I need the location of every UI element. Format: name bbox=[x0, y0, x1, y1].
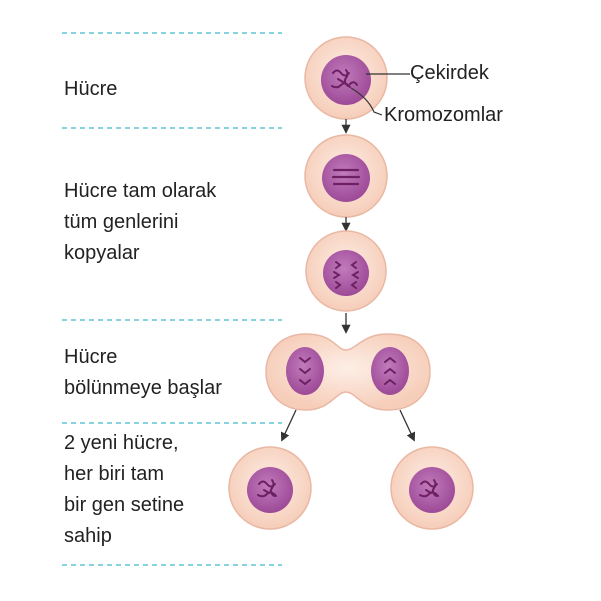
nucleus bbox=[371, 347, 409, 395]
step-label-divide: Hücre bölünmeye başlar bbox=[64, 346, 222, 399]
cell-paired bbox=[305, 230, 387, 312]
daughter-cell-left bbox=[228, 446, 312, 530]
nucleus bbox=[323, 250, 369, 296]
chromosomes bbox=[419, 479, 439, 498]
daughter-cell-right bbox=[390, 446, 474, 530]
step-label-copy: Hücre tam olarak tüm genlerini kopyalar bbox=[64, 180, 217, 264]
chromosomes bbox=[333, 261, 359, 289]
step-label-result: 2 yeni hücre, her biri tam bir gen setin… bbox=[64, 432, 185, 547]
chromosomes-label: Kromozomlar bbox=[384, 104, 503, 126]
arrow bbox=[280, 409, 297, 442]
chromosomes bbox=[331, 69, 358, 89]
cell-dividing bbox=[265, 333, 431, 411]
separator-lines bbox=[62, 32, 282, 566]
nucleus bbox=[286, 347, 324, 395]
arrow bbox=[399, 409, 416, 442]
cell-original bbox=[304, 36, 388, 120]
chromosomes bbox=[257, 479, 277, 498]
cell-duplicating bbox=[304, 134, 388, 218]
chromosomes bbox=[299, 356, 396, 386]
chromosomes-callout-line bbox=[350, 87, 383, 116]
step-label-cell: Hücre bbox=[64, 78, 118, 100]
chromosomes bbox=[331, 168, 361, 186]
nucleus-label: Çekirdek bbox=[410, 62, 489, 84]
callout-lines bbox=[350, 73, 410, 116]
